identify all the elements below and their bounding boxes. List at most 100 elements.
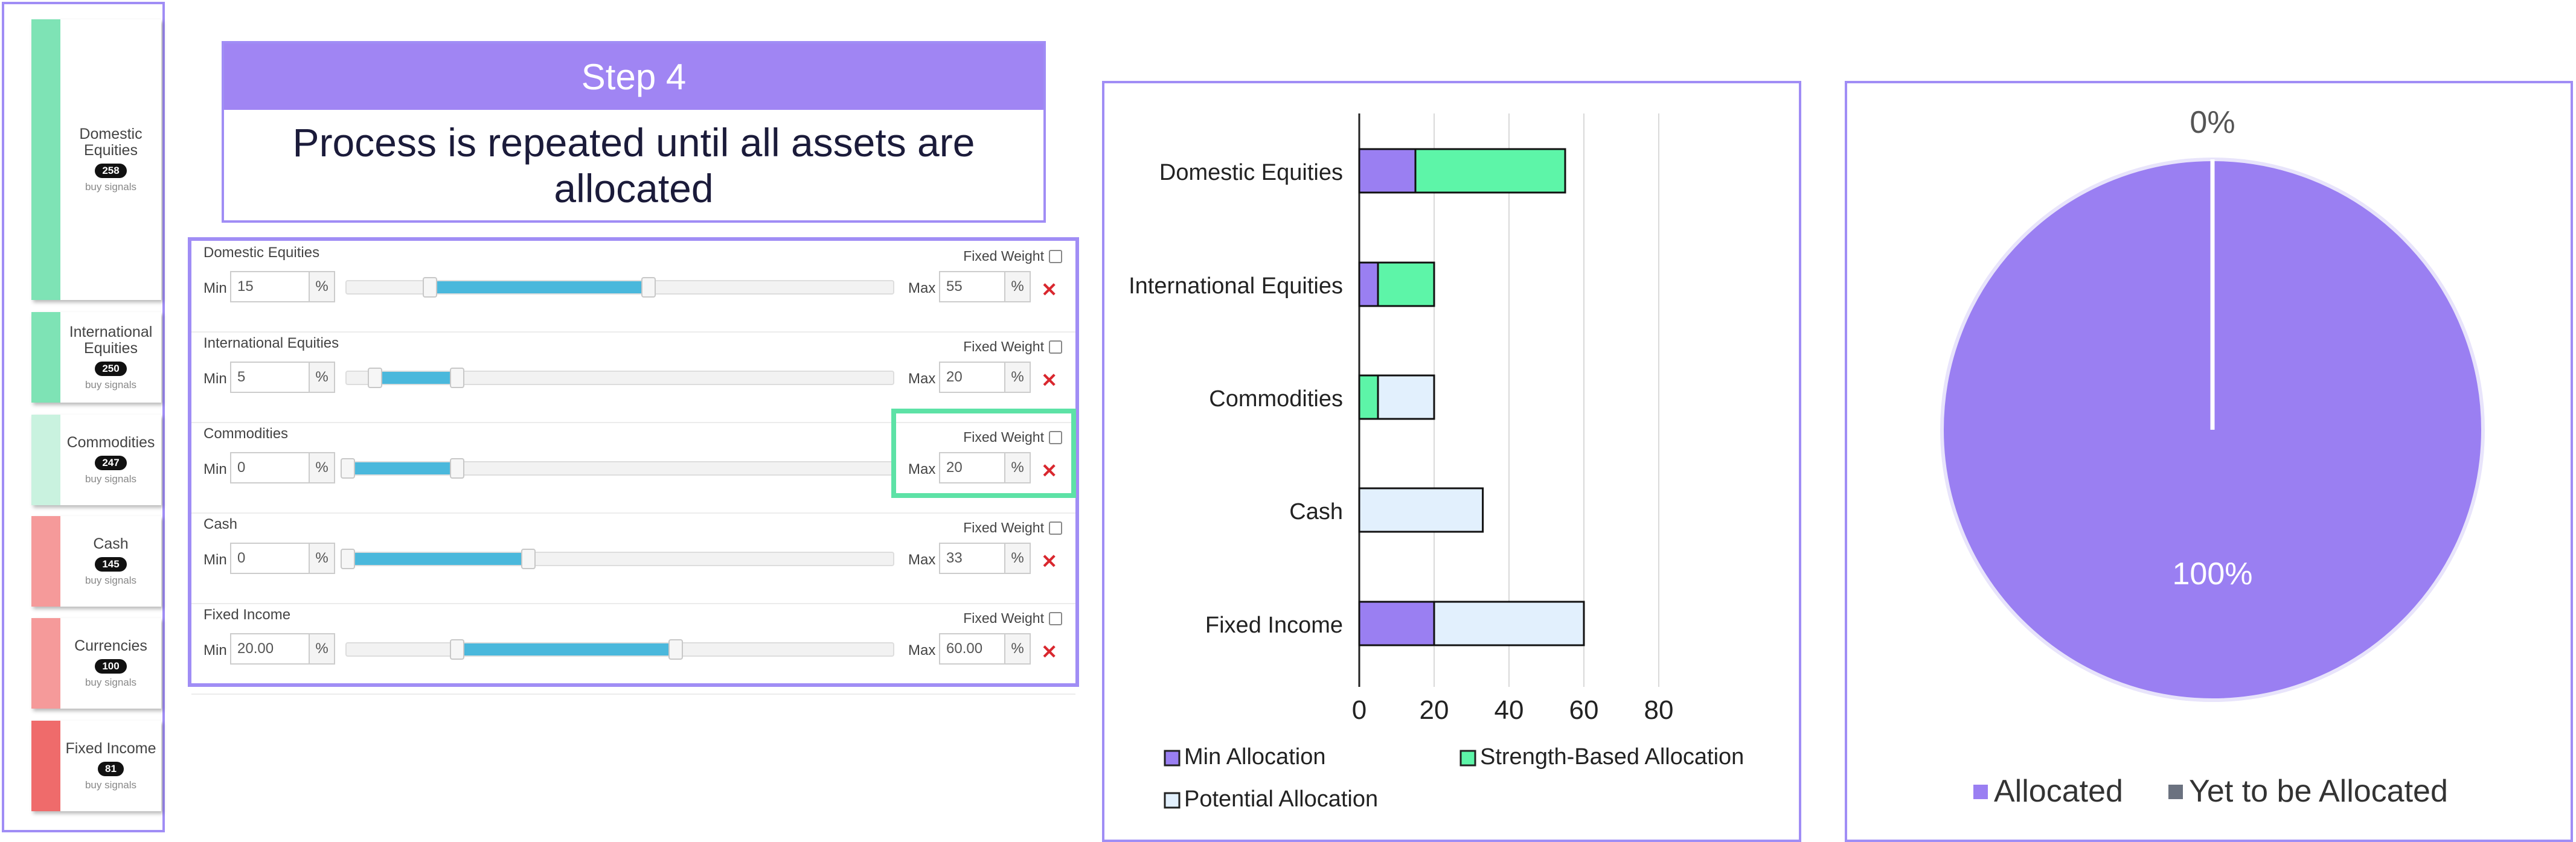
remove-asset-icon[interactable]: ✕	[1041, 369, 1057, 391]
slider-min-handle[interactable]	[341, 458, 355, 479]
min-label: Min	[203, 552, 227, 568]
slider-max-handle[interactable]	[641, 277, 656, 298]
max-input[interactable]: 20%	[939, 452, 1031, 483]
x-tick-label: 0	[1352, 695, 1366, 725]
max-input[interactable]: 20%	[939, 362, 1031, 393]
min-input[interactable]: 0%	[230, 543, 335, 574]
percent-unit: %	[309, 634, 334, 663]
fixed-weight-toggle[interactable]: Fixed Weight	[963, 429, 1062, 445]
slider-max-handle[interactable]	[450, 368, 464, 388]
category-label: Cash	[1289, 499, 1343, 525]
asset-name: International Equities	[203, 335, 339, 351]
fixed-weight-checkbox[interactable]	[1049, 340, 1062, 354]
range-slider[interactable]	[345, 277, 894, 298]
remove-asset-icon[interactable]: ✕	[1041, 550, 1057, 572]
min-input[interactable]: 0%	[230, 452, 335, 483]
slider-min-handle[interactable]	[422, 277, 437, 298]
asset-name: Fixed Income	[65, 740, 156, 757]
min-value: 20.00	[237, 640, 274, 657]
min-label: Min	[203, 461, 227, 477]
fixed-weight-toggle[interactable]: Fixed Weight	[963, 339, 1062, 355]
max-input[interactable]: 55%	[939, 271, 1031, 302]
legend-label: Strength-Based Allocation	[1480, 744, 1744, 770]
signal-count-badge: 250	[95, 361, 127, 376]
fixed-weight-checkbox[interactable]	[1049, 521, 1062, 535]
legend-label: Yet to be Allocated	[2189, 774, 2448, 809]
range-slider[interactable]	[345, 639, 894, 660]
range-slider[interactable]	[341, 458, 894, 479]
slider-min-handle[interactable]	[341, 549, 355, 569]
slider-min-handle[interactable]	[450, 639, 464, 660]
step-description: Process is repeated until all assets are…	[292, 120, 975, 211]
max-value: 20	[946, 459, 963, 476]
signal-count-badge: 81	[98, 762, 124, 776]
fixed-weight-label: Fixed Weight	[963, 248, 1044, 264]
asset-name: Fixed Income	[203, 607, 291, 623]
remove-asset-icon[interactable]: ✕	[1041, 460, 1057, 482]
percent-unit: %	[309, 544, 334, 573]
signal-count-badge: 100	[95, 659, 127, 674]
max-label: Max	[908, 552, 936, 568]
max-input[interactable]: 60.00%	[939, 633, 1031, 665]
asset-card[interactable]: International Equities 250 buy signals	[31, 312, 161, 403]
slider-max-handle[interactable]	[521, 549, 536, 569]
fixed-weight-checkbox[interactable]	[1049, 611, 1062, 625]
category-label: Commodities	[1209, 386, 1343, 412]
fixed-weight-toggle[interactable]: Fixed Weight	[963, 248, 1062, 264]
x-tick-label: 20	[1420, 695, 1449, 725]
legend-label: Potential Allocation	[1184, 786, 1378, 812]
fixed-weight-toggle[interactable]: Fixed Weight	[963, 610, 1062, 627]
category-label: Fixed Income	[1205, 613, 1343, 638]
step-title: Step 4	[224, 43, 1043, 110]
bar-segment	[1358, 487, 1484, 533]
min-input[interactable]: 20.00%	[230, 633, 335, 665]
min-input[interactable]: 5%	[230, 362, 335, 393]
legend-swatch	[1973, 785, 1988, 799]
slider-min-handle[interactable]	[368, 368, 383, 388]
fixed-weight-label: Fixed Weight	[963, 429, 1044, 445]
slider-range-fill	[347, 553, 527, 565]
asset-name: Domestic Equities	[79, 126, 143, 159]
min-label: Min	[203, 280, 227, 296]
signal-label: buy signals	[85, 378, 137, 391]
asset-strength-bar	[31, 516, 60, 607]
range-slider[interactable]	[345, 368, 894, 388]
min-value: 0	[237, 550, 246, 566]
slider-max-handle[interactable]	[668, 639, 683, 660]
fixed-weight-checkbox[interactable]	[1049, 249, 1062, 263]
asset-name: International Equities	[69, 323, 153, 357]
asset-strength-bar	[31, 618, 60, 709]
fixed-weight-label: Fixed Weight	[963, 610, 1044, 626]
bar-segment	[1377, 261, 1435, 307]
asset-name: Commodities	[203, 426, 289, 442]
percent-unit: %	[1004, 363, 1030, 392]
max-label: Max	[908, 371, 936, 387]
x-tick-label: 80	[1644, 695, 1674, 725]
remove-asset-icon[interactable]: ✕	[1041, 641, 1057, 663]
legend-label: Allocated	[1994, 774, 2123, 809]
range-slider[interactable]	[341, 549, 894, 569]
min-input[interactable]: 15%	[230, 271, 335, 302]
max-label: Max	[908, 642, 936, 659]
remove-asset-icon[interactable]: ✕	[1041, 279, 1057, 301]
fixed-weight-checkbox[interactable]	[1049, 430, 1062, 444]
bar-segment	[1358, 261, 1379, 307]
min-value: 5	[237, 369, 246, 385]
asset-name: Currencies	[74, 637, 147, 654]
fixed-weight-toggle[interactable]: Fixed Weight	[963, 520, 1062, 536]
max-label: Max	[908, 280, 936, 296]
bar-segment	[1377, 374, 1435, 420]
max-input[interactable]: 33%	[939, 543, 1031, 574]
slider-max-handle[interactable]	[450, 458, 464, 479]
